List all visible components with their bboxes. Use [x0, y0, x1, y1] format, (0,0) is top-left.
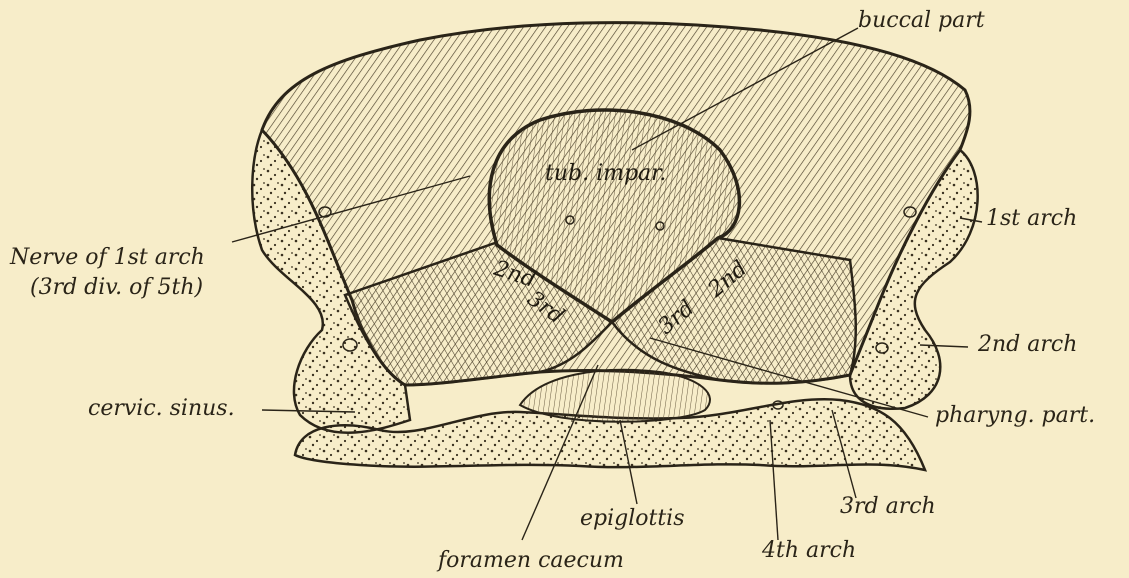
label-foramen-caecum: foramen caecum — [438, 550, 624, 572]
label-4th-arch: 4th arch — [762, 540, 856, 562]
label-2nd-arch: 2nd arch — [978, 334, 1077, 356]
label-3rd-arch: 3rd arch — [840, 496, 936, 518]
label-tub-impar: tub. impar. — [545, 163, 666, 185]
label-cervic-sinus: cervic. sinus. — [88, 398, 235, 420]
label-1st-arch: 1st arch — [986, 208, 1077, 230]
label-epiglottis: epiglottis — [580, 508, 685, 530]
label-nerve-line2: (3rd div. of 5th) — [30, 277, 203, 299]
label-nerve-line1: Nerve of 1st arch — [10, 247, 205, 269]
label-pharyng-part: pharyng. part. — [935, 405, 1095, 427]
label-buccal-part: buccal part — [858, 10, 985, 32]
epiglottis-swelling — [520, 370, 710, 422]
